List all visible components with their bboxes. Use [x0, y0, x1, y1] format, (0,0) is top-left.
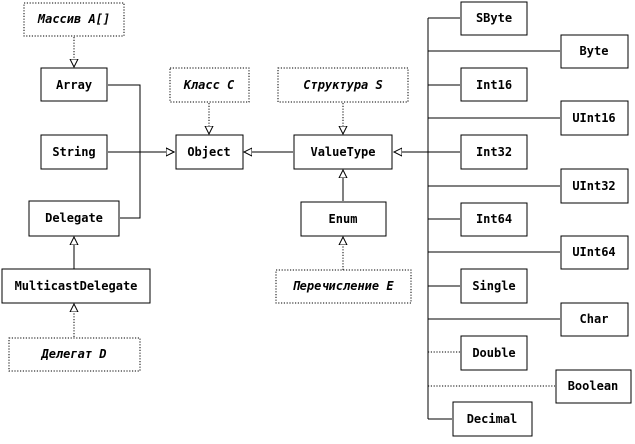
node-object-label: Object [187, 145, 230, 159]
node-uint16-label: UInt16 [572, 111, 615, 125]
node-uint32-label: UInt32 [572, 179, 615, 193]
node-delegate: Delegate [28, 200, 120, 237]
node-sbyte-label: SByte [476, 11, 512, 25]
node-uint64: UInt64 [560, 235, 629, 270]
node-uint16: UInt16 [560, 100, 629, 136]
node-single: Single [460, 268, 528, 304]
node-enum-label: Enum [329, 212, 358, 226]
node-int32: Int32 [460, 134, 528, 170]
node-boolean: Boolean [555, 369, 632, 404]
node-object: Object [175, 134, 244, 170]
node-valuetype: ValueType [293, 134, 393, 170]
node-perechislenie-label: Перечисление E [292, 279, 394, 293]
node-boolean-label: Boolean [568, 379, 619, 393]
node-delegat: Делегат D [8, 337, 141, 372]
node-multicast: MulticastDelegate [1, 268, 151, 304]
node-multicast-label: MulticastDelegate [15, 279, 138, 293]
node-decimal-label: Decimal [467, 412, 518, 426]
node-char: Char [560, 302, 629, 337]
node-valuetype-label: ValueType [310, 145, 375, 159]
node-char-label: Char [580, 312, 609, 326]
node-uint32: UInt32 [560, 168, 629, 204]
node-klass-label: Класс C [183, 78, 235, 92]
node-enum: Enum [300, 201, 387, 237]
node-decimal: Decimal [452, 401, 533, 437]
node-int32-label: Int32 [476, 145, 512, 159]
node-byte-label: Byte [580, 44, 609, 58]
connector-delegate-object [120, 152, 141, 219]
node-int16-label: Int16 [476, 78, 512, 92]
node-massiv: Массив A[] [23, 2, 125, 37]
connector-array-object [108, 84, 174, 152]
node-string-label: String [52, 145, 95, 159]
node-double-label: Double [472, 346, 515, 360]
node-struktura: Структура S [277, 67, 409, 103]
node-double: Double [460, 335, 528, 371]
node-sbyte: SByte [460, 1, 528, 36]
node-struktura-label: Структура S [303, 78, 382, 92]
node-int64-label: Int64 [476, 212, 512, 226]
node-perechislenie: Перечисление E [275, 269, 412, 304]
node-klass: Класс C [169, 67, 250, 103]
node-single-label: Single [472, 279, 515, 293]
node-string: String [40, 134, 108, 170]
node-byte: Byte [560, 34, 629, 69]
node-delegat-label: Делегат D [40, 347, 106, 361]
node-array-label: Array [56, 78, 92, 92]
node-int16: Int16 [460, 67, 528, 102]
node-massiv-label: Массив A[] [37, 12, 110, 26]
node-uint64-label: UInt64 [572, 245, 615, 259]
node-array: Array [40, 67, 108, 102]
node-int64: Int64 [460, 202, 528, 237]
node-delegate-label: Delegate [45, 211, 103, 225]
